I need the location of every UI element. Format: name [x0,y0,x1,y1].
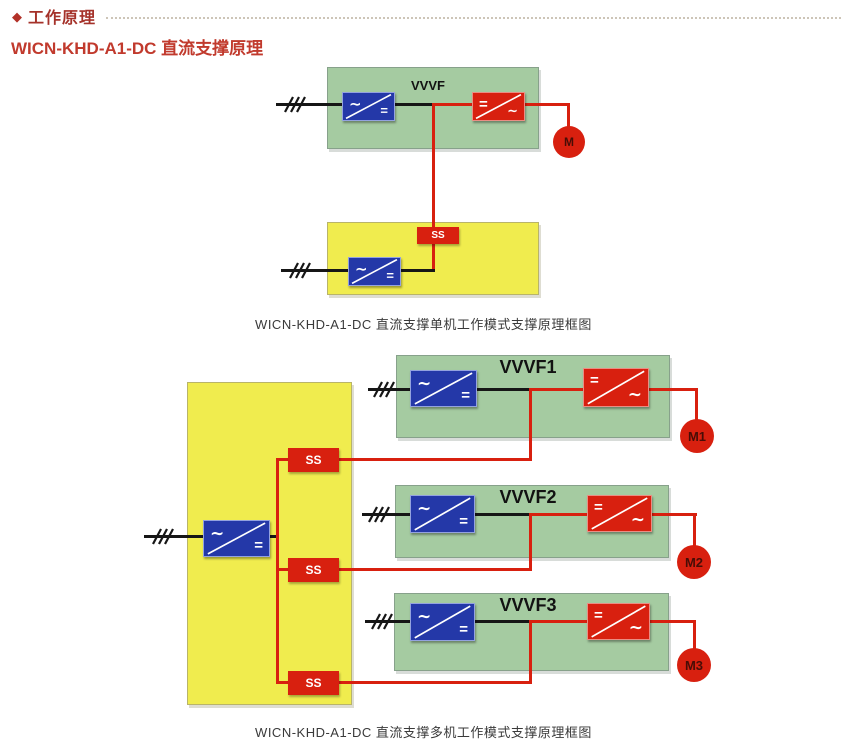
ss-switch-1: SS [288,448,339,472]
support-feed-line-1 [339,458,532,461]
support-stub-line [276,458,289,461]
dc-link-line [392,103,434,106]
support-stub-line [276,568,289,571]
section-header: ◆ 工作原理 [12,4,841,28]
rectifier-box: ∼ = [410,495,475,533]
ac-symbol: ∼ [628,618,643,637]
motor-feed-line [648,620,696,623]
dc-symbol: = [459,513,468,530]
support-feed-line-2 [529,513,532,571]
support-feed-line-3 [529,620,532,684]
ss-switch: SS [417,227,459,244]
three-phase-icon [368,506,390,523]
motor-circle-2: M2 [677,545,711,579]
converter-diagonal-icon [411,496,474,532]
vvvf1-label: VVVF1 [499,357,557,377]
motor-feed-line [693,620,696,650]
support-bus-line [432,103,435,272]
dc-symbol: = [386,268,394,283]
inverter-box: = ∼ [587,603,650,640]
inverter-box: = ∼ [472,92,525,121]
dc-bus-line [529,388,585,391]
dc-symbol: = [479,96,488,113]
ac-symbol: ∼ [507,103,518,118]
three-phase-icon [373,381,395,398]
diagram1-caption: WICN-KHD-A1-DC 直流支撑单机工作模式支撑原理框图 [255,317,592,332]
page-subtitle: WICN-KHD-A1-DC 直流支撑原理 [11,39,264,58]
three-phase-icon [371,613,393,630]
section-title: 工作原理 [28,10,97,27]
support-feed-line-2 [339,568,532,571]
converter-diagonal-icon [411,604,474,640]
dc-symbol: = [380,103,388,118]
dc-symbol: = [594,607,603,624]
diagram2-caption: WICN-KHD-A1-DC 直流支撑多机工作模式支撑原理框图 [255,725,592,740]
converter-diagonal-icon [588,604,649,639]
ac-symbol: ∼ [355,261,368,278]
converter-diagonal-icon [411,371,476,406]
motor-circle: M [553,126,585,158]
ac-symbol: ∼ [627,385,642,404]
converter-diagonal-icon [584,369,648,406]
three-phase-icon [289,262,311,279]
dc-link-line [473,620,531,623]
converter-diagonal-icon [588,496,651,531]
three-phase-icon [284,96,306,113]
support-stub-line [276,681,289,684]
dc-bus-line [529,620,589,623]
dc-symbol: = [459,621,468,638]
motor-circle-1: M1 [680,419,714,453]
converter-diagonal-icon [473,93,524,120]
motor-feed-line [695,388,698,422]
dc-bus-line [529,513,589,516]
inverter-box: = ∼ [587,495,652,532]
support-feed-line-3 [339,681,532,684]
motor-feed-line [650,513,697,516]
support-feed-line-1 [529,388,532,461]
motor-feed-line [567,103,570,129]
dc-link-line [475,388,531,391]
support-rectifier-box: ∼ = [203,520,270,557]
motor-feed-line [647,388,698,391]
grid-input-line [276,103,342,106]
support-rectifier-box: ∼ = [348,257,401,286]
vvvf2-label: VVVF2 [499,487,557,507]
dc-symbol: = [461,387,470,404]
vvvf-label: VVVF [411,78,445,93]
ac-symbol: ∼ [417,374,432,393]
grid-input-line [144,535,203,538]
motor-circle-3: M3 [677,648,711,682]
converter-diagonal-icon [343,93,394,120]
dc-symbol: = [254,537,263,554]
dc-symbol: = [594,499,603,516]
dotted-divider [106,17,841,19]
support-output-line [267,535,278,538]
dc-symbol: = [590,372,599,389]
three-phase-icon [152,528,174,545]
support-output-line [397,269,435,272]
rectifier-box: ∼ = [410,370,477,407]
vvvf3-label: VVVF3 [499,595,557,615]
ss-switch-3: SS [288,671,339,695]
ss-switch-2: SS [288,558,339,582]
dc-bus-line [432,103,474,106]
ac-symbol: ∼ [349,96,362,113]
support-bus-line [276,458,279,684]
rectifier-box: ∼ = [342,92,395,121]
ac-symbol: ∼ [630,510,645,529]
rectifier-box: ∼ = [410,603,475,641]
ac-symbol: ∼ [417,499,432,518]
converter-diagonal-icon [349,258,400,285]
grid-input-line [281,269,348,272]
ac-symbol: ∼ [417,607,432,626]
diamond-bullet-icon: ◆ [12,8,22,24]
converter-diagonal-icon [204,521,269,556]
inverter-box: = ∼ [583,368,649,407]
motor-feed-line [522,103,570,106]
motor-feed-line [693,513,696,547]
dc-link-line [473,513,531,516]
ac-symbol: ∼ [210,524,225,543]
